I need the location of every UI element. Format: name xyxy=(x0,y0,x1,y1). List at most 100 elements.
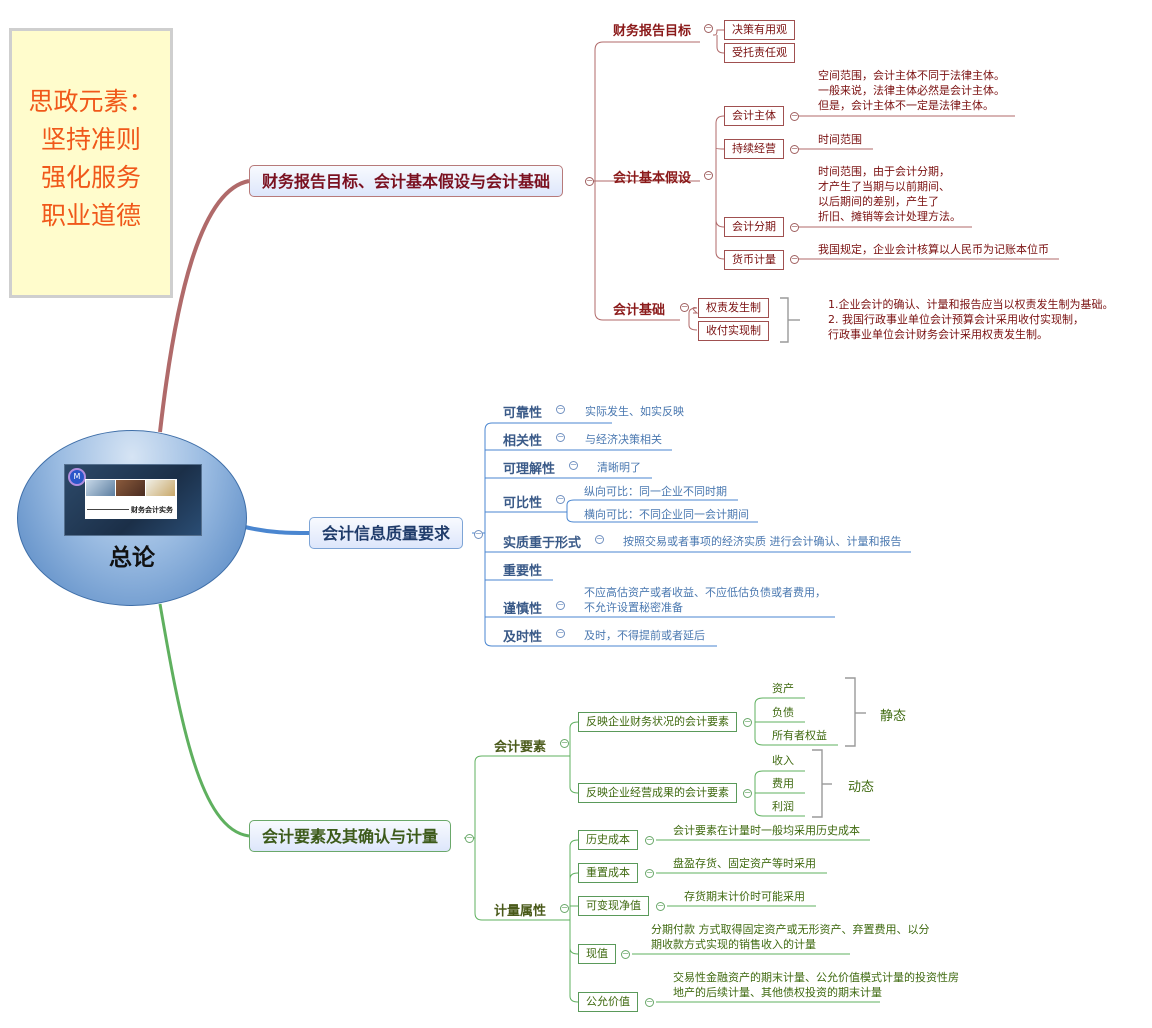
subtopic-accounting-elements[interactable]: 会计要素 xyxy=(494,740,547,755)
node-stewardship[interactable]: 受托责任观 xyxy=(724,43,795,63)
branch2-connector xyxy=(244,525,310,535)
branch3-connector xyxy=(158,603,250,838)
note-line: 不应高估资产或者收益、不应低估负债或者费用， xyxy=(584,586,826,599)
subtopic-accounting-basis[interactable]: 会计基础 xyxy=(613,303,666,318)
element-revenue: 收入 xyxy=(772,754,794,767)
collapse-toggle-icon[interactable]: − xyxy=(556,432,565,442)
node-financial-position-elements[interactable]: 反映企业财务状况的会计要素 xyxy=(578,712,737,732)
collapse-toggle-icon[interactable]: − xyxy=(569,460,578,470)
note-line: 1.企业会计的确认、计量和报告应当以权责发生制为基础。 xyxy=(828,298,1114,311)
collapse-toggle-icon[interactable]: − xyxy=(645,868,654,878)
image-caption: 财务会计实务 xyxy=(131,506,173,514)
quality-prudence[interactable]: 谨慎性 xyxy=(503,602,543,617)
quality-relevance[interactable]: 相关性 xyxy=(503,434,543,449)
node-accounting-entity[interactable]: 会计主体 xyxy=(724,106,784,126)
collapse-toggle-icon[interactable]: − xyxy=(704,170,713,180)
note-line: 时间范围，由于会计分期， xyxy=(818,165,950,178)
collapse-toggle-icon[interactable]: − xyxy=(595,534,604,544)
topic-information-quality[interactable]: 会计信息质量要求 xyxy=(309,517,464,549)
note-accounting-basis: 1.企业会计的确认、计量和报告应当以权责发生制为基础。 2. 我国行政事业单位会… xyxy=(828,297,1114,342)
node-accounting-period[interactable]: 会计分期 xyxy=(724,217,784,237)
note-line: 坚持准则 xyxy=(40,125,141,154)
node-decision-usefulness[interactable]: 决策有用观 xyxy=(724,20,795,40)
topic-elements-recognition[interactable]: 会计要素及其确认与计量 xyxy=(249,820,452,852)
note-line: 期收款方式实现的销售收入的计量 xyxy=(651,938,816,951)
collapse-toggle-icon[interactable]: − xyxy=(645,835,654,845)
collapse-toggle-icon[interactable]: − xyxy=(743,717,752,727)
collapse-toggle-icon[interactable]: − xyxy=(790,111,799,121)
root-title: 总论 xyxy=(109,545,155,571)
note-line: 空间范围，会计主体不同于法律主体。 xyxy=(818,69,1005,82)
note-timeliness: 及时，不得提前或者延后 xyxy=(584,629,705,642)
quality-comparability[interactable]: 可比性 xyxy=(503,496,543,511)
collapse-toggle-icon[interactable]: − xyxy=(556,600,565,610)
note-line: 一般来说，法律主体必然是会计主体。 xyxy=(818,84,1005,97)
node-historical-cost[interactable]: 历史成本 xyxy=(578,830,638,850)
node-present-value[interactable]: 现值 xyxy=(578,944,616,964)
collapse-toggle-icon[interactable]: − xyxy=(465,833,474,843)
note-line: 行政事业单位会计财务会计采用权责发生制。 xyxy=(828,328,1048,341)
note-replacement-cost: 盘盈存货、固定资产等时采用 xyxy=(673,857,816,870)
node-accrual-basis[interactable]: 权责发生制 xyxy=(698,298,769,318)
element-liabilities: 负债 xyxy=(772,706,794,719)
quality-materiality[interactable]: 重要性 xyxy=(503,564,543,579)
element-assets: 资产 xyxy=(772,682,794,695)
quality-timeliness[interactable]: 及时性 xyxy=(503,630,543,645)
node-net-realizable-value[interactable]: 可变现净值 xyxy=(578,896,649,916)
node-fair-value[interactable]: 公允价值 xyxy=(578,992,638,1012)
collapse-toggle-icon[interactable]: − xyxy=(585,176,594,186)
divider xyxy=(87,509,129,510)
note-line: 地产的后续计量、其他债权投资的期末计量 xyxy=(673,986,882,999)
note-substance-over-form: 按照交易或者事项的经济实质 进行会计确认、计量和报告 xyxy=(623,535,902,548)
quality-reliability[interactable]: 可靠性 xyxy=(503,406,543,421)
subtopic-basic-assumptions[interactable]: 会计基本假设 xyxy=(613,171,692,186)
note-line: 才产生了当期与以前期间、 xyxy=(818,180,950,193)
collapse-toggle-icon[interactable]: − xyxy=(645,997,654,1007)
collapse-toggle-icon[interactable]: − xyxy=(560,903,569,913)
note-line: 交易性金融资产的期末计量、公允价值模式计量的投资性房 xyxy=(673,971,959,984)
collapse-toggle-icon[interactable]: − xyxy=(474,529,483,539)
note-line: 职业道德 xyxy=(40,201,141,230)
collapse-toggle-icon[interactable]: − xyxy=(556,404,565,414)
subtopic-reporting-goal[interactable]: 财务报告目标 xyxy=(613,24,692,39)
note-line: 思政元素： xyxy=(28,87,154,116)
bracket-label-static: 静态 xyxy=(880,709,907,724)
topic-financial-reporting[interactable]: 财务报告目标、会计基本假设与会计基础 xyxy=(249,165,564,197)
collapse-toggle-icon[interactable]: − xyxy=(656,901,665,911)
note-horizontal-comparability: 横向可比：不同企业同一会计期间 xyxy=(584,508,749,521)
quality-understandability[interactable]: 可理解性 xyxy=(503,462,556,477)
subtopic-measurement-attributes[interactable]: 计量属性 xyxy=(494,904,547,919)
element-equity: 所有者权益 xyxy=(772,729,827,742)
note-line: 折旧、摊销等会计处理方法。 xyxy=(818,210,961,223)
collapse-toggle-icon[interactable]: − xyxy=(743,788,752,798)
note-accounting-entity: 空间范围，会计主体不同于法律主体。 一般来说，法律主体必然是会计主体。 但是，会… xyxy=(818,68,1005,113)
collapse-toggle-icon[interactable]: − xyxy=(556,628,565,638)
note-line: 分期付款 方式取得固定资产或无形资产、弃置费用、以分 xyxy=(651,923,930,936)
note-reliability: 实际发生、如实反映 xyxy=(585,405,684,418)
school-logo-icon: M xyxy=(68,468,86,486)
node-going-concern[interactable]: 持续经营 xyxy=(724,139,784,159)
note-understandability: 清晰明了 xyxy=(597,461,641,474)
node-cash-basis[interactable]: 收付实现制 xyxy=(698,321,769,341)
collapse-toggle-icon[interactable]: − xyxy=(680,302,689,312)
collapse-toggle-icon[interactable]: − xyxy=(790,144,799,154)
quality-substance-over-form[interactable]: 实质重于形式 xyxy=(503,536,582,551)
node-replacement-cost[interactable]: 重置成本 xyxy=(578,863,638,883)
note-line: 2. 我国行政事业单位会计预算会计采用收付实现制， xyxy=(828,313,1084,326)
collapse-toggle-icon[interactable]: − xyxy=(556,494,565,504)
collapse-toggle-icon[interactable]: − xyxy=(560,738,569,748)
photo-thumbnail xyxy=(146,480,175,496)
node-operating-results-elements[interactable]: 反映企业经营成果的会计要素 xyxy=(578,783,737,803)
note-relevance: 与经济决策相关 xyxy=(585,433,662,446)
note-line: 不允许设置秘密准备 xyxy=(584,601,683,614)
note-accounting-period: 时间范围，由于会计分期， 才产生了当期与以前期间、 以后期间的差别，产生了 折旧… xyxy=(818,164,961,224)
node-monetary-measurement[interactable]: 货币计量 xyxy=(724,250,784,270)
note-line: 以后期间的差别，产生了 xyxy=(818,195,939,208)
collapse-toggle-icon[interactable]: − xyxy=(621,949,630,959)
photo-thumbnail xyxy=(86,480,115,496)
collapse-toggle-icon[interactable]: − xyxy=(790,222,799,232)
note-prudence: 不应高估资产或者收益、不应低估负债或者费用， 不允许设置秘密准备 xyxy=(584,585,826,615)
collapse-toggle-icon[interactable]: − xyxy=(790,254,799,264)
image-card: 财务会计实务 xyxy=(85,479,177,519)
collapse-toggle-icon[interactable]: − xyxy=(704,23,713,33)
